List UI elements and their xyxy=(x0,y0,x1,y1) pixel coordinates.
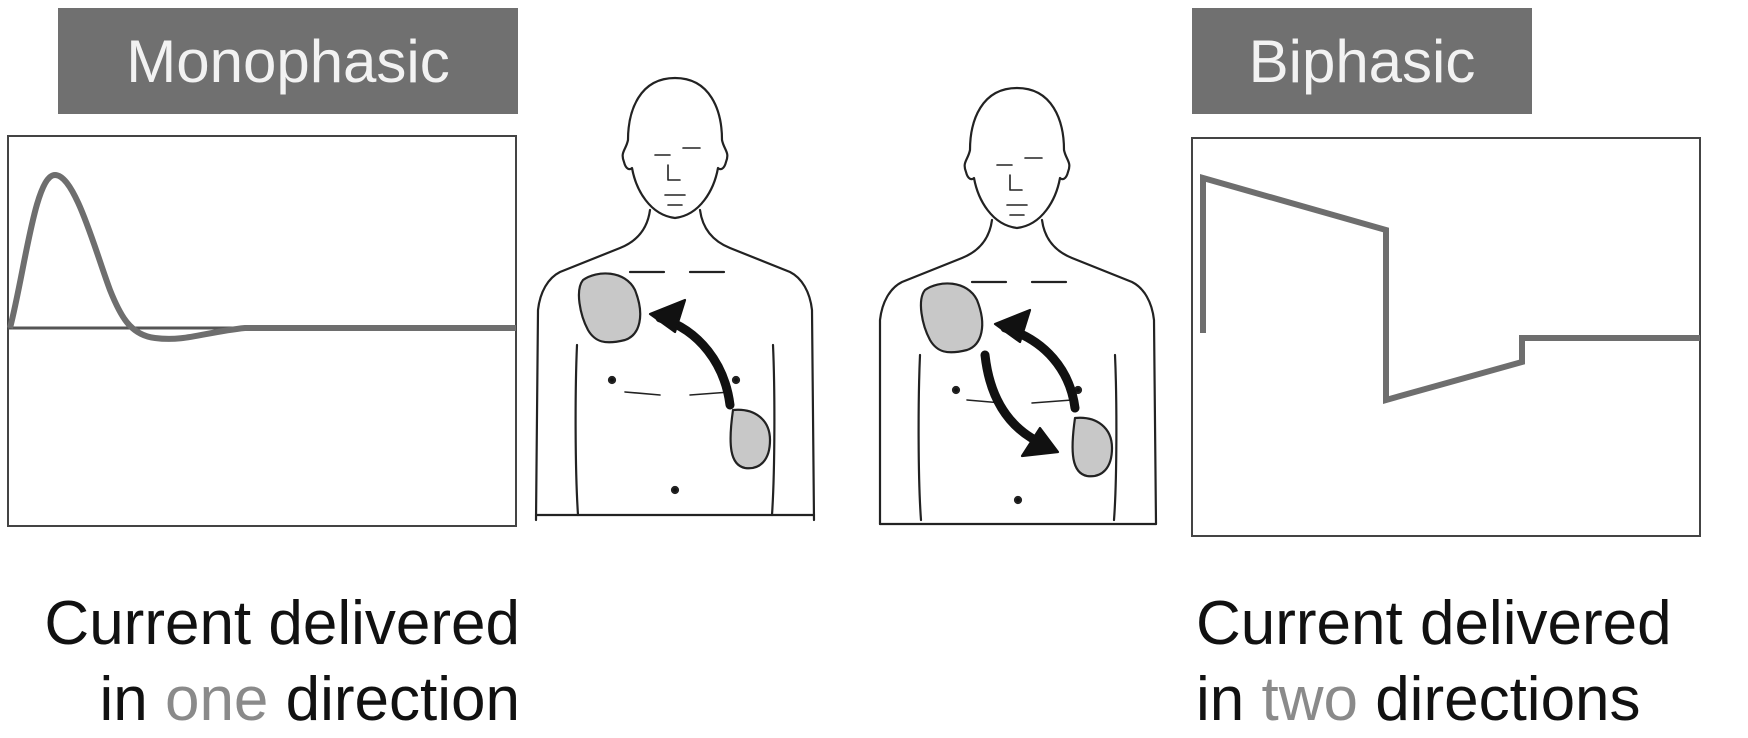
electrode-pad-lower xyxy=(1073,418,1112,476)
head-outline xyxy=(623,78,728,218)
monophasic-caption-line2: in one direction xyxy=(0,662,520,738)
monophasic-caption-accent: one xyxy=(165,665,268,734)
electrode-pad-upper xyxy=(579,273,640,342)
biphasic-caption-line1: Current delivered xyxy=(1196,586,1736,662)
biphasic-waveform-panel xyxy=(1192,138,1700,536)
navel xyxy=(672,487,678,493)
monophasic-caption: Current delivered in one direction xyxy=(0,586,520,738)
electrode-pad-upper xyxy=(921,283,982,352)
monophasic-caption-post: direction xyxy=(268,665,520,734)
torso-figure-monophasic xyxy=(536,78,814,520)
biphasic-caption-post: directions xyxy=(1358,665,1641,734)
monophasic-caption-pre: in xyxy=(99,665,164,734)
biphasic-caption-line2: in two directions xyxy=(1196,662,1736,738)
monophasic-caption-line1: Current delivered xyxy=(0,586,520,662)
nipple-left xyxy=(609,377,615,383)
head-outline xyxy=(965,88,1070,228)
current-arrow xyxy=(660,318,730,405)
biphasic-caption-pre: in xyxy=(1196,665,1261,734)
current-arrow-down xyxy=(985,355,1045,445)
monophasic-waveform-panel xyxy=(8,136,516,526)
electrode-pad-lower xyxy=(731,410,770,468)
nipple-left xyxy=(953,387,959,393)
biphasic-caption: Current delivered in two directions xyxy=(1196,586,1736,738)
nipple-right xyxy=(733,377,739,383)
biphasic-caption-accent: two xyxy=(1261,665,1357,734)
torso-figure-biphasic xyxy=(880,88,1156,524)
navel xyxy=(1015,497,1021,503)
